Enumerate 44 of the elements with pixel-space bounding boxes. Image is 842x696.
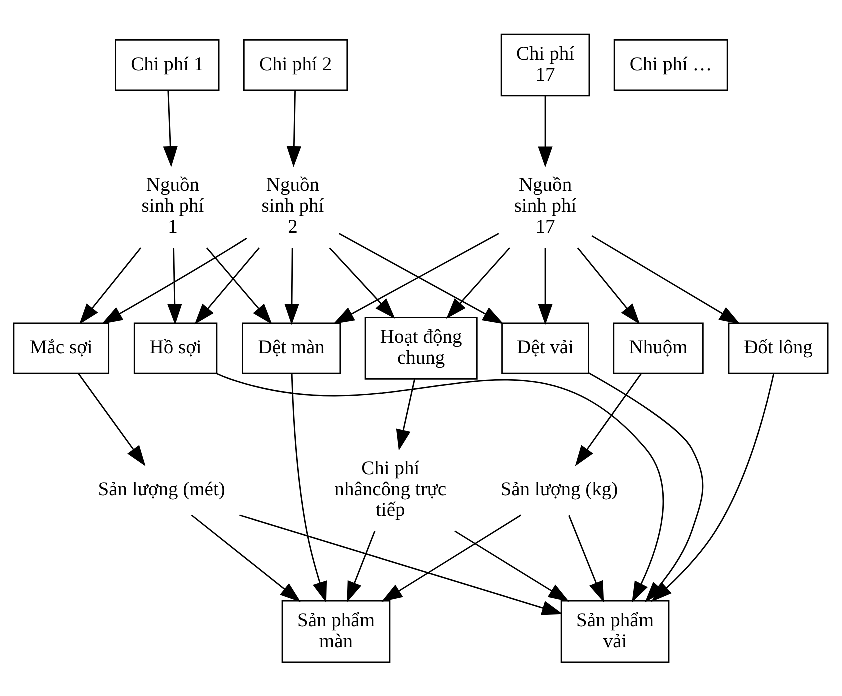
arrow <box>284 248 300 325</box>
arrow <box>79 247 142 324</box>
arrow <box>382 514 522 602</box>
node-text: Sản lượng (kg) <box>500 478 618 500</box>
node-box: Hoạt động chung <box>364 316 478 380</box>
node-text: Nguồn sinh phí 2 <box>262 174 324 238</box>
arrow <box>396 378 416 450</box>
arrow <box>347 530 376 602</box>
node-text: Nguồn sinh phí 17 <box>514 174 577 238</box>
node-box: Sản phẩm vải <box>560 600 670 663</box>
node-box: Chi phí 1 <box>115 38 220 91</box>
arrow <box>78 373 146 466</box>
node-box: Chi phí 17 <box>500 33 590 96</box>
arrow <box>163 90 178 167</box>
arrow <box>329 247 396 319</box>
node-text: Chi phí nhâncông trực tiếp <box>334 458 447 521</box>
node-text: Sản lượng (mét) <box>98 478 226 500</box>
node-box: Dệt màn <box>242 322 342 374</box>
arrow <box>194 247 260 324</box>
arrow <box>651 373 775 602</box>
arrow <box>575 373 642 466</box>
node-box: Sản phẩm màn <box>282 600 391 663</box>
arrow <box>592 234 740 324</box>
arrow <box>291 374 328 602</box>
node-box: Chi phí 2 <box>243 38 348 91</box>
node-box: Dệt vải <box>502 322 590 374</box>
node-text: Nguồn sinh phí 1 <box>142 174 204 238</box>
arrow <box>168 248 182 325</box>
arrow <box>568 514 604 602</box>
arrow <box>446 247 510 319</box>
arrow <box>240 514 564 615</box>
node-box: Đốt lông <box>728 322 829 374</box>
arrow <box>191 514 302 602</box>
arrow <box>102 237 248 324</box>
node-box: Hồ sợi <box>134 322 218 374</box>
node-box: Mắc sợi <box>13 322 110 374</box>
node-box: Nhuộm <box>613 322 704 374</box>
arrow <box>538 96 553 168</box>
arrow <box>286 90 302 167</box>
arrow <box>538 248 553 325</box>
arrow <box>577 247 640 324</box>
node-box: Chi phí … <box>614 38 728 91</box>
arrow <box>454 530 570 602</box>
arrow <box>206 247 272 324</box>
